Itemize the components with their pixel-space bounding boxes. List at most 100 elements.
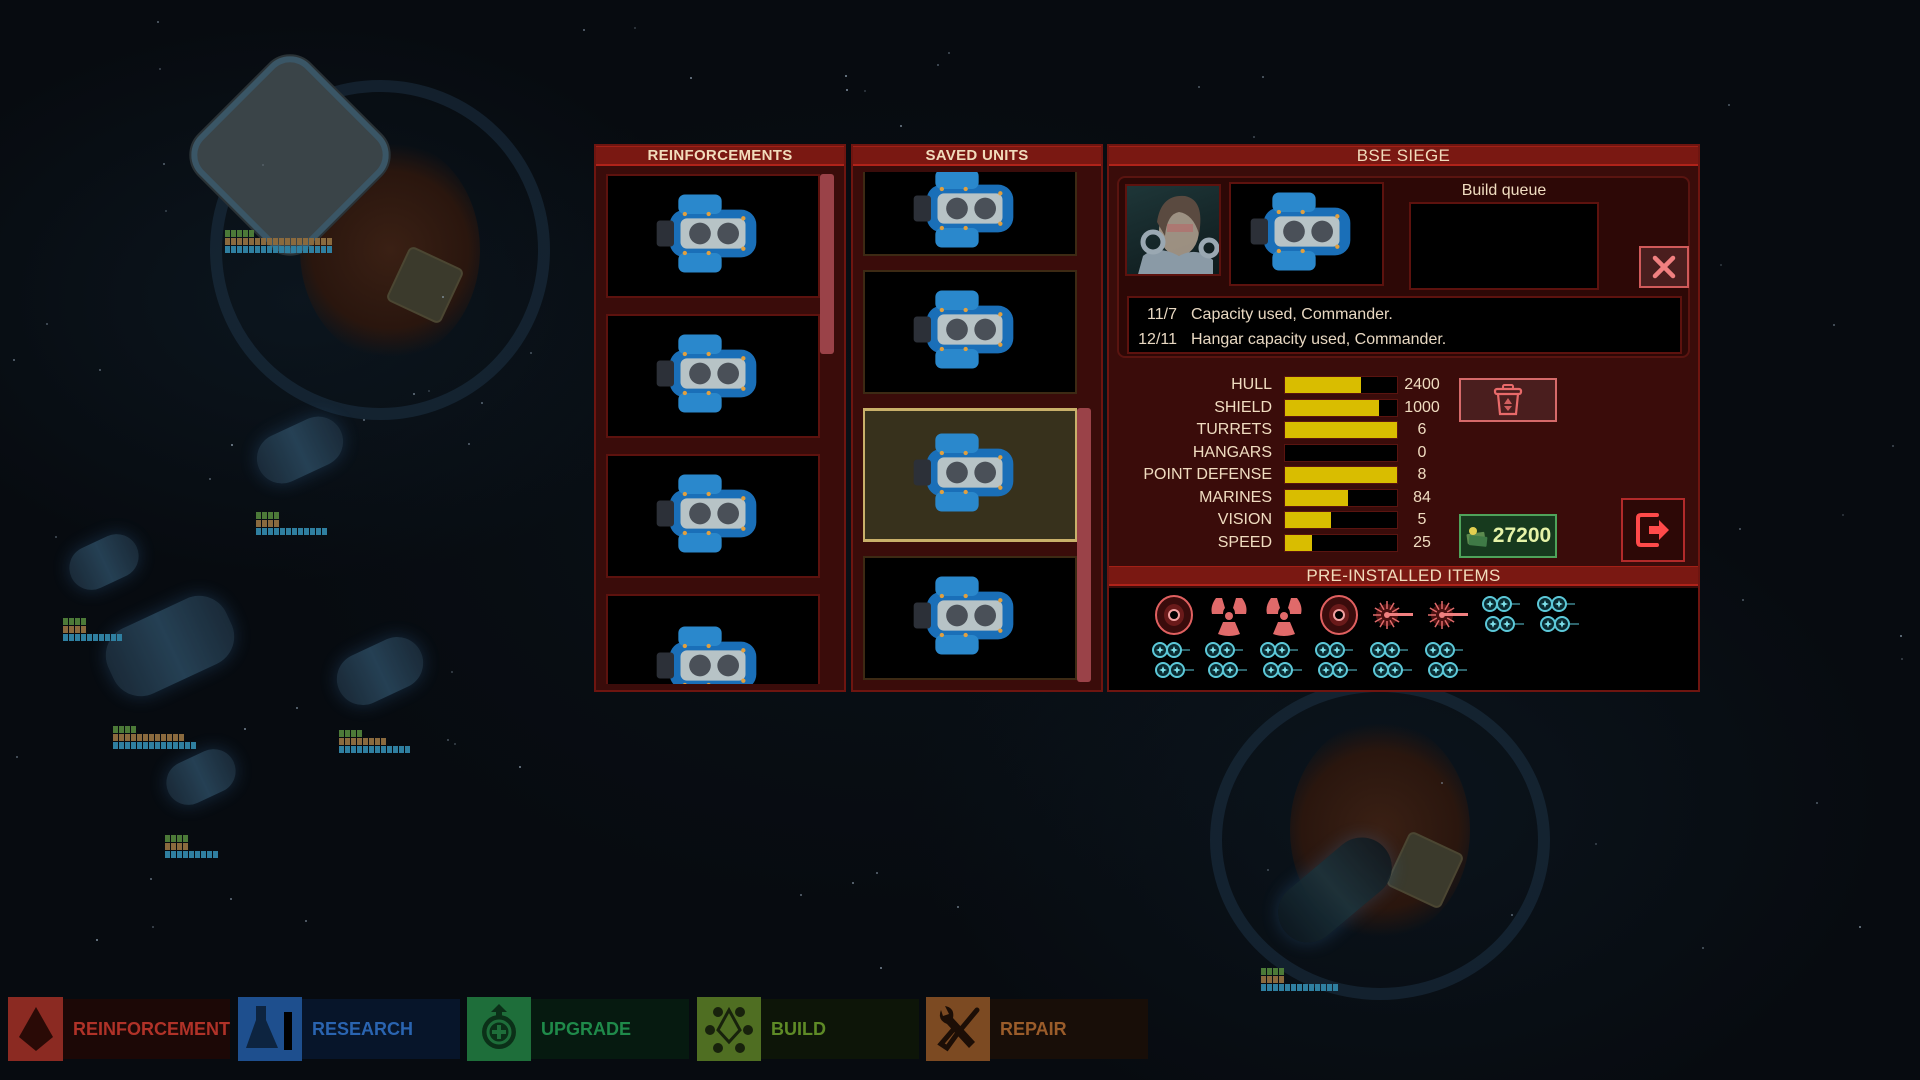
build-cost-button[interactable]: 27200 xyxy=(1459,514,1557,558)
star xyxy=(99,369,101,371)
commander-portrait xyxy=(1125,184,1221,276)
fleet-ship[interactable] xyxy=(62,526,146,598)
stat-value: 84 xyxy=(1413,488,1431,506)
repair-label: REPAIR xyxy=(990,999,1148,1059)
fleet-ship[interactable] xyxy=(159,741,243,813)
close-button[interactable] xyxy=(1639,246,1689,288)
stat-bar xyxy=(1284,533,1398,552)
reinforcement-slot[interactable] xyxy=(606,454,820,578)
star xyxy=(159,68,161,70)
saved-units-scrollbar[interactable] xyxy=(1077,408,1091,682)
engine-cluster-icon[interactable] xyxy=(1202,638,1251,684)
star xyxy=(937,64,939,66)
saved-unit-slot[interactable] xyxy=(863,556,1077,680)
build-queue[interactable] xyxy=(1409,202,1599,290)
star xyxy=(428,390,430,392)
gear-plus-icon xyxy=(482,1004,516,1049)
unit-name-header: BSE SIEGE xyxy=(1109,146,1698,166)
star xyxy=(948,52,950,54)
star xyxy=(165,210,167,212)
ship-blueprint-icon xyxy=(648,189,778,284)
stat-value: 5 xyxy=(1417,511,1427,529)
star xyxy=(583,29,585,31)
unit-health-bars xyxy=(339,730,410,753)
star xyxy=(468,443,470,445)
ship-blueprint-icon xyxy=(648,469,778,564)
unit-detail-panel: BSE SIEGE Build queue 1 xyxy=(1107,144,1700,692)
star xyxy=(1267,869,1269,871)
star xyxy=(845,75,847,77)
unit-preview xyxy=(1229,182,1384,286)
star xyxy=(1742,599,1744,601)
saved-unit-slot-selected[interactable] xyxy=(863,408,1077,542)
laser-turret-icon[interactable] xyxy=(1424,592,1473,638)
preinstalled-grid xyxy=(1149,592,1629,684)
shield-generator-icon[interactable] xyxy=(1314,592,1363,638)
engine-cluster-icon[interactable] xyxy=(1367,638,1416,684)
laser-turret-icon[interactable] xyxy=(1369,592,1418,638)
engine-cluster-icon[interactable] xyxy=(1422,638,1471,684)
stat-bar xyxy=(1284,466,1398,485)
repair-button[interactable]: REPAIR xyxy=(926,997,1148,1061)
build-button[interactable]: BUILD xyxy=(697,997,919,1061)
unit-health-bars xyxy=(63,618,122,641)
fleet-ship[interactable] xyxy=(95,585,245,707)
upgrade-button[interactable]: UPGRADE xyxy=(467,997,689,1061)
shield-generator-icon[interactable] xyxy=(1149,592,1198,638)
star xyxy=(1511,914,1513,916)
star xyxy=(1816,802,1818,804)
stat-label: HULL xyxy=(1231,376,1272,394)
stat-bar xyxy=(1284,443,1398,462)
nuclear-icon[interactable] xyxy=(1204,592,1253,638)
stat-value: 6 xyxy=(1417,421,1427,439)
stat-bar xyxy=(1284,488,1398,507)
deploy-button[interactable] xyxy=(1621,498,1685,562)
star xyxy=(690,77,692,79)
star xyxy=(1900,635,1902,637)
reinforcement-slot[interactable] xyxy=(606,314,820,438)
engine-cluster-icon[interactable] xyxy=(1312,638,1361,684)
star xyxy=(413,393,415,395)
nuclear-icon[interactable] xyxy=(1259,592,1308,638)
stat-bar xyxy=(1284,511,1398,530)
preinstalled-items-header: PRE-INSTALLED ITEMS xyxy=(1109,566,1698,586)
star xyxy=(1842,514,1844,516)
reinforcements-list xyxy=(604,172,836,684)
message-text: Capacity used, Commander. xyxy=(1191,306,1393,323)
fleet-ship[interactable] xyxy=(248,408,352,492)
reinforcement-button[interactable]: REINFORCEMENT xyxy=(8,997,230,1061)
exit-arrow-icon xyxy=(1636,513,1669,547)
reinforcements-scrollbar[interactable] xyxy=(820,174,834,354)
stat-value: 2400 xyxy=(1404,376,1440,394)
research-button[interactable]: RESEARCH xyxy=(238,997,460,1061)
stat-value: 0 xyxy=(1417,443,1427,461)
fleet-ship[interactable] xyxy=(328,628,432,714)
engine-cluster-icon[interactable] xyxy=(1149,638,1198,684)
engine-cluster-icon[interactable] xyxy=(1479,592,1528,638)
recycle-bin-icon xyxy=(1493,384,1523,416)
stat-value: 1000 xyxy=(1404,398,1440,416)
engine-cluster-icon[interactable] xyxy=(1534,592,1583,638)
saved-unit-slot[interactable] xyxy=(863,172,1077,256)
star xyxy=(157,21,159,23)
star xyxy=(1198,86,1200,88)
reinforcement-slot[interactable] xyxy=(606,174,820,298)
star xyxy=(305,920,307,922)
star xyxy=(1720,264,1722,266)
saved-unit-slot[interactable] xyxy=(863,270,1077,394)
star xyxy=(530,352,532,354)
star xyxy=(800,894,802,896)
preinstalled-items xyxy=(1109,588,1698,690)
star xyxy=(1739,528,1741,530)
engine-cluster-icon[interactable] xyxy=(1257,638,1306,684)
ship-blueprint-icon xyxy=(648,620,778,684)
star xyxy=(150,878,152,880)
star xyxy=(1253,136,1255,138)
scrap-button[interactable] xyxy=(1459,378,1557,422)
reinforcement-slot[interactable] xyxy=(606,594,820,684)
reinforcements-header: REINFORCEMENTS xyxy=(596,146,844,166)
